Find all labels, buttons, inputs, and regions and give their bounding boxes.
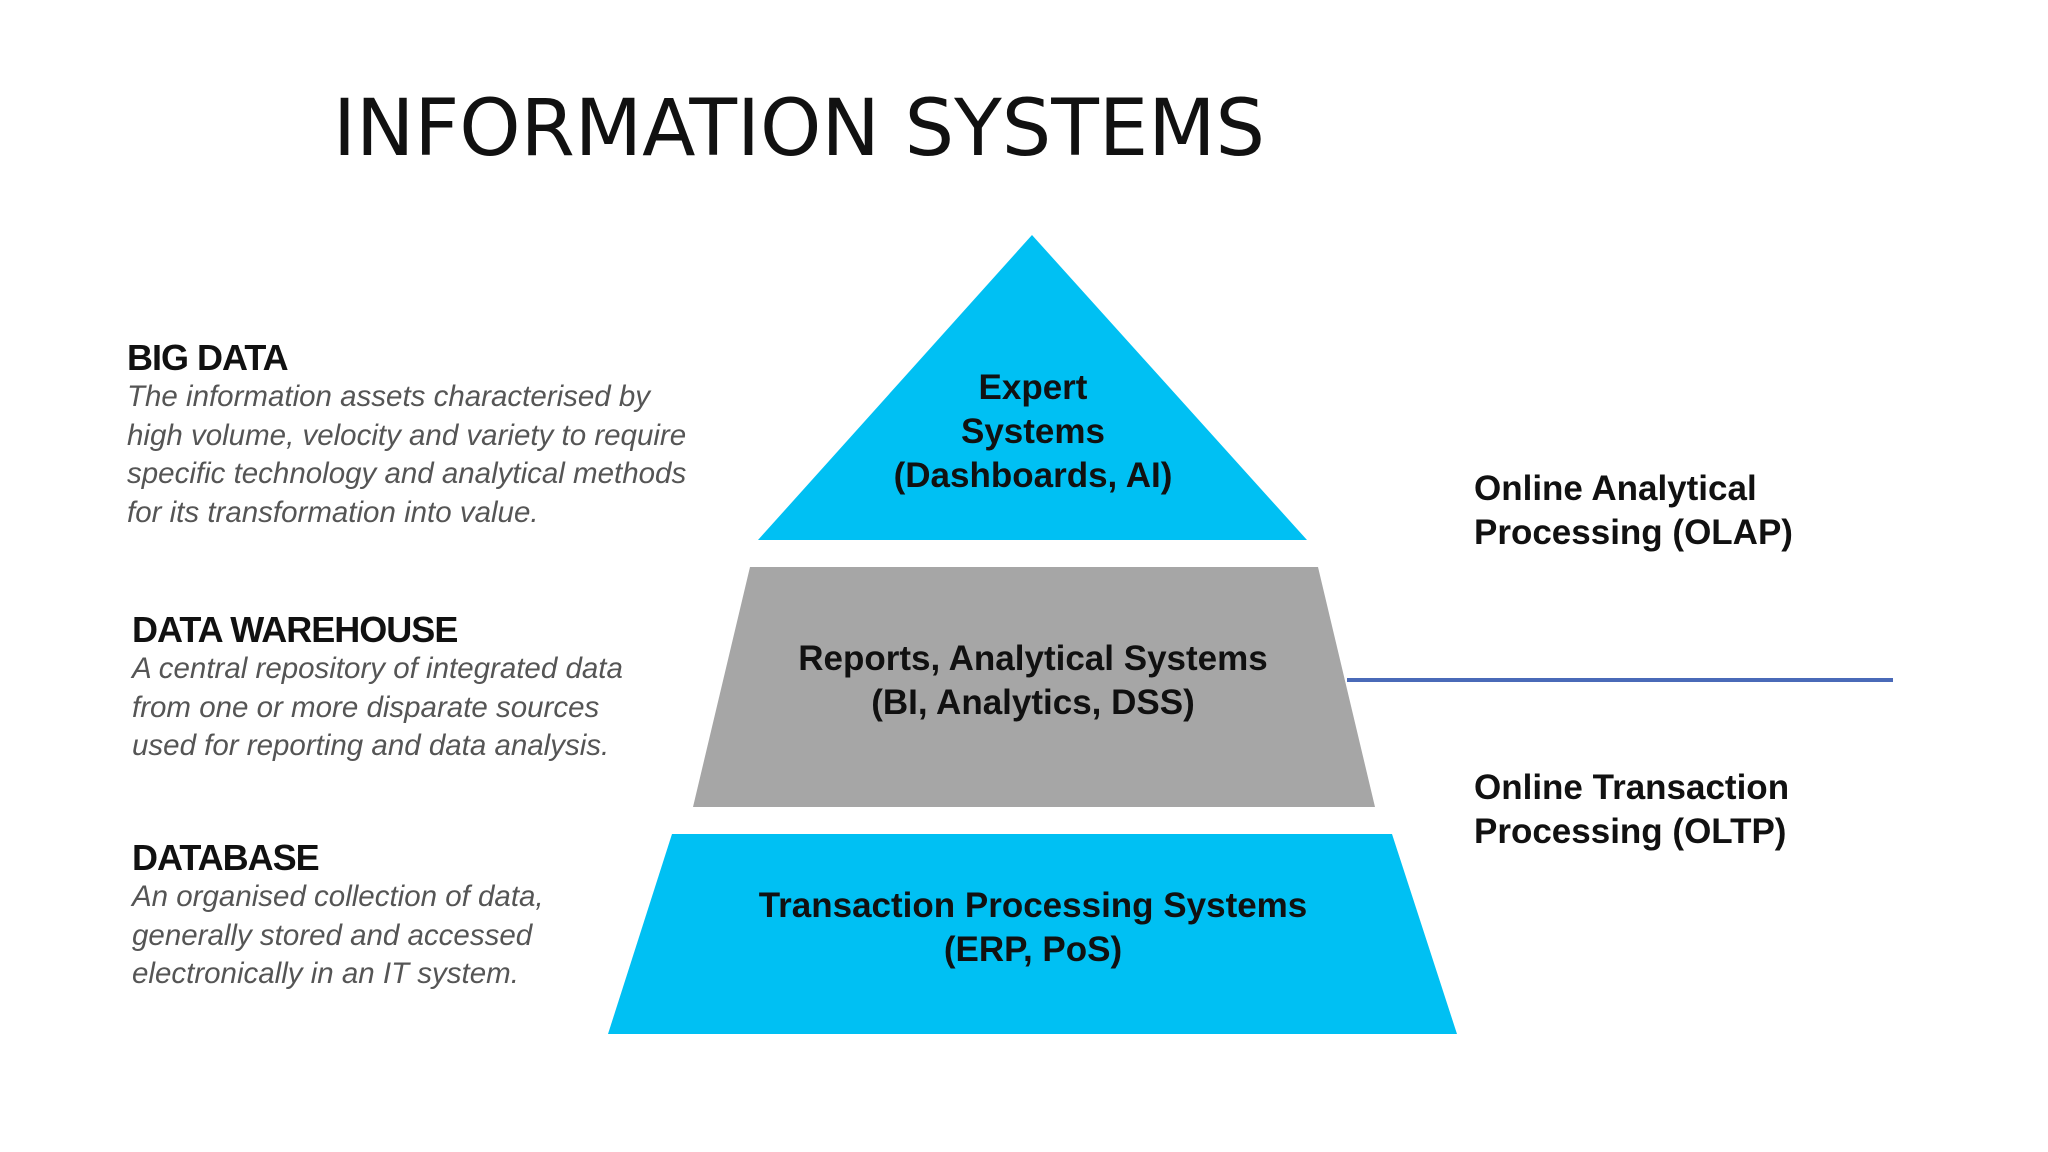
expert-systems-label: Expert Systems (Dashboards, AI) bbox=[893, 368, 1173, 495]
big-data-description: The information assets characterised by … bbox=[127, 380, 687, 529]
olap-oltp-divider bbox=[1347, 678, 1893, 682]
oltp-label: Online Transaction Processing (OLTP) bbox=[1474, 768, 1790, 851]
big-data-block: BIG DATA The information assets characte… bbox=[127, 338, 777, 532]
data-warehouse-heading: DATA WAREHOUSE bbox=[132, 609, 458, 650]
analytical-systems-label: Reports, Analytical Systems (BI, Analyti… bbox=[798, 639, 1268, 722]
data-warehouse-description: A central repository of integrated data … bbox=[132, 652, 623, 762]
database-block: DATABASE An organised collection of data… bbox=[132, 838, 782, 994]
pyramid-tier-expert-systems bbox=[758, 235, 1307, 540]
transaction-processing-label: Transaction Processing Systems (ERP, PoS… bbox=[758, 886, 1308, 969]
database-heading: DATABASE bbox=[132, 837, 320, 878]
pyramid-tier-analytical-systems bbox=[693, 567, 1375, 807]
slide-title: INFORMATION SYSTEMS bbox=[333, 84, 1266, 174]
data-warehouse-block: DATA WAREHOUSE A central repository of i… bbox=[132, 610, 782, 766]
database-description: An organised collection of data, general… bbox=[132, 880, 544, 990]
pyramid-tier-transaction-processing bbox=[608, 834, 1457, 1034]
olap-label: Online Analytical Processing (OLAP) bbox=[1474, 469, 1793, 552]
big-data-heading: BIG DATA bbox=[127, 337, 289, 378]
